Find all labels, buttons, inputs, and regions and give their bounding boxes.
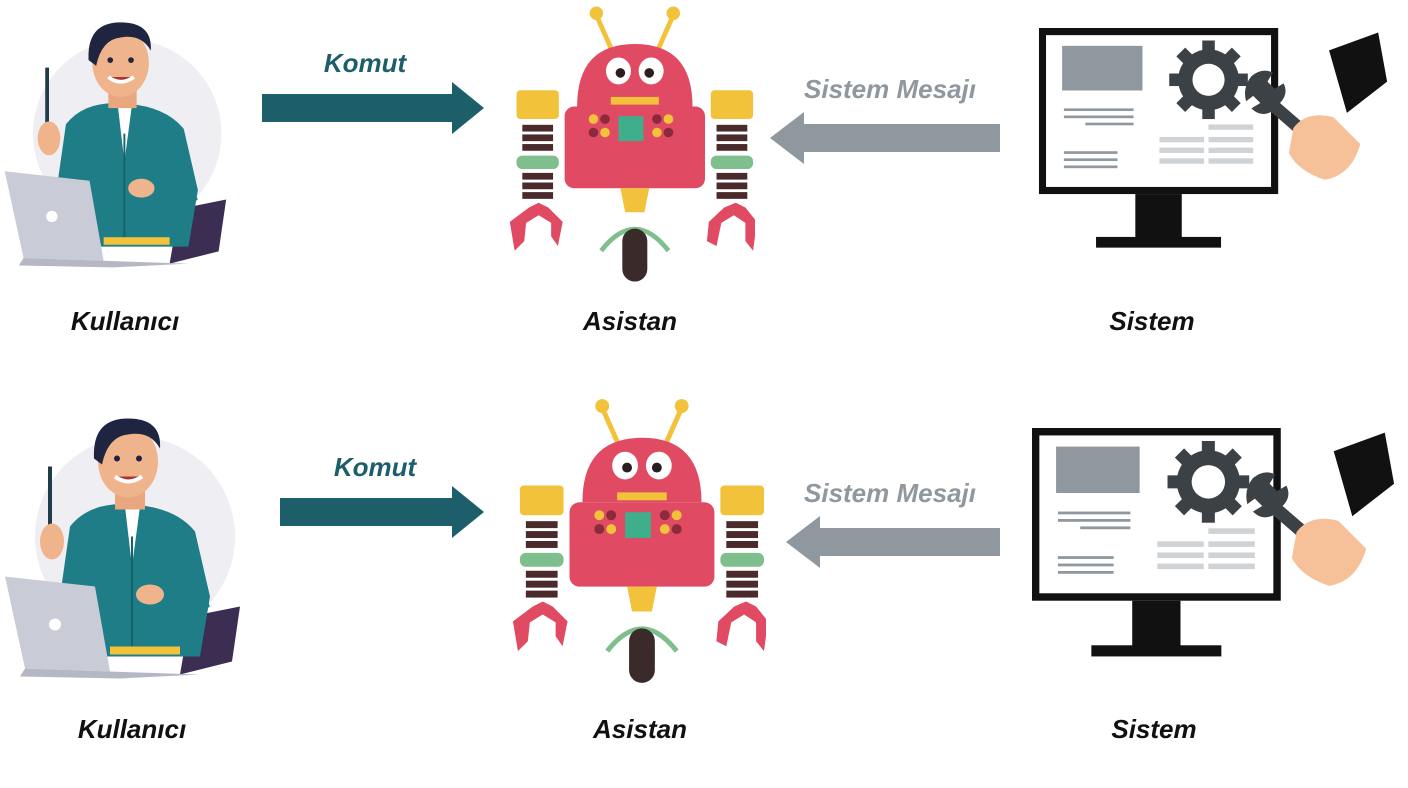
user-person-icon xyxy=(0,404,260,689)
system-message-label: Sistem Mesajı xyxy=(804,478,976,508)
assistant-label: Asistan xyxy=(593,714,687,744)
user-label: Kullanıcı xyxy=(70,306,180,336)
system-label: Sistem xyxy=(1109,306,1195,336)
assistant-label: Asistan xyxy=(583,306,677,336)
right-arrow-icon xyxy=(262,82,484,134)
right-arrow-icon xyxy=(280,486,484,538)
user-person-icon xyxy=(0,8,245,278)
command-label: Komut xyxy=(323,48,407,78)
system-label: Sistem xyxy=(1111,714,1197,744)
command-label: Komut xyxy=(333,452,417,482)
flow-row-2: Kullanıcı Komut Asistan Sistem Mesajı Si… xyxy=(0,404,1408,788)
monitor-icon xyxy=(1018,428,1408,688)
system-message-label: Sistem Mesajı xyxy=(804,74,976,104)
flow-row-1: Kullanıcı Komut Asistan Sistem Mesajı Si… xyxy=(0,0,1408,384)
user-label: Kullanıcı xyxy=(77,714,187,744)
left-arrow-icon xyxy=(786,516,1000,568)
monitor-icon xyxy=(1018,28,1408,278)
robot-icon xyxy=(508,392,766,692)
robot-icon xyxy=(505,0,755,290)
left-arrow-icon xyxy=(770,112,1000,164)
